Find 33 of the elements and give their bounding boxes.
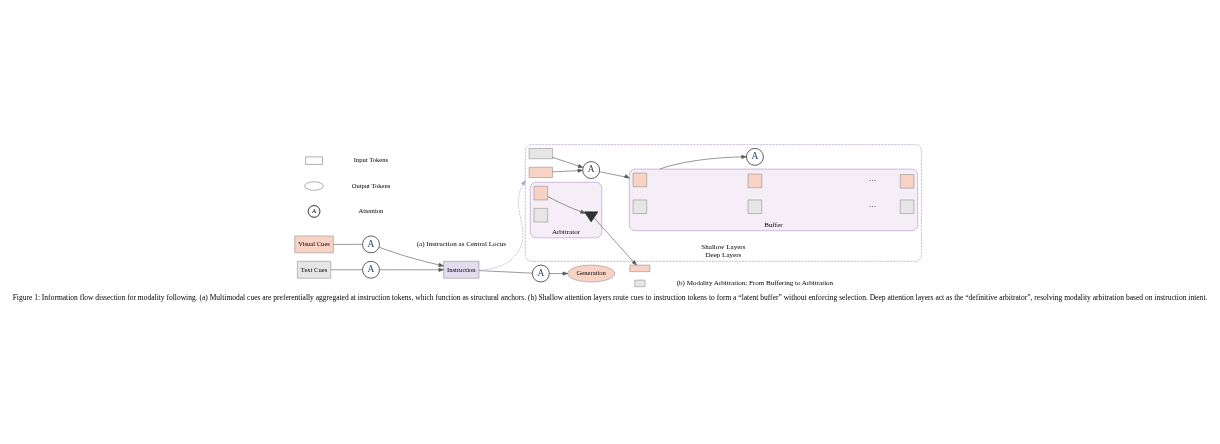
node-box: [528, 166, 553, 178]
node-box: [533, 207, 548, 222]
arrow: [547, 195, 586, 214]
node-box: [900, 173, 915, 188]
node-bar: [629, 264, 651, 272]
arrow: [478, 179, 526, 271]
label: ···: [868, 201, 877, 211]
node-box: [747, 173, 762, 188]
arrow: [599, 170, 630, 178]
node-box: [632, 199, 647, 214]
label: ···: [868, 175, 877, 185]
node-box: [528, 147, 553, 159]
arrow: [549, 271, 568, 275]
caption: Figure 1: Information flow dissection for modality following. (a) Multimodal cues are preferentially aggregated at instruction tokens, which function as structural anchors. (b) Shallow attention layers route cues to instruction tokens to form a “latent buffer” without enforcing selection. Deep attention layers act as the “definitive arbitrator”, resolving modality arbitration based on instruction intent.: [12, 292, 1208, 302]
connector: [333, 243, 363, 245]
arrow: [593, 217, 637, 265]
node-circle: A: [746, 147, 764, 166]
node-circle: A: [362, 260, 380, 279]
node-box: [533, 185, 548, 200]
node-circle: A: [362, 234, 380, 253]
node-circle: A: [582, 160, 601, 179]
node-box: [900, 199, 915, 214]
connector: [330, 268, 363, 270]
arrow: [659, 154, 747, 169]
arrow: [378, 246, 444, 267]
node-bar: [634, 279, 646, 287]
node-circle: A: [531, 264, 550, 282]
arrow: [379, 267, 444, 272]
node-box: [632, 172, 647, 187]
picture: [584, 211, 599, 222]
arrow: [552, 156, 584, 168]
arrow: [552, 168, 583, 173]
node-box: [747, 199, 762, 214]
